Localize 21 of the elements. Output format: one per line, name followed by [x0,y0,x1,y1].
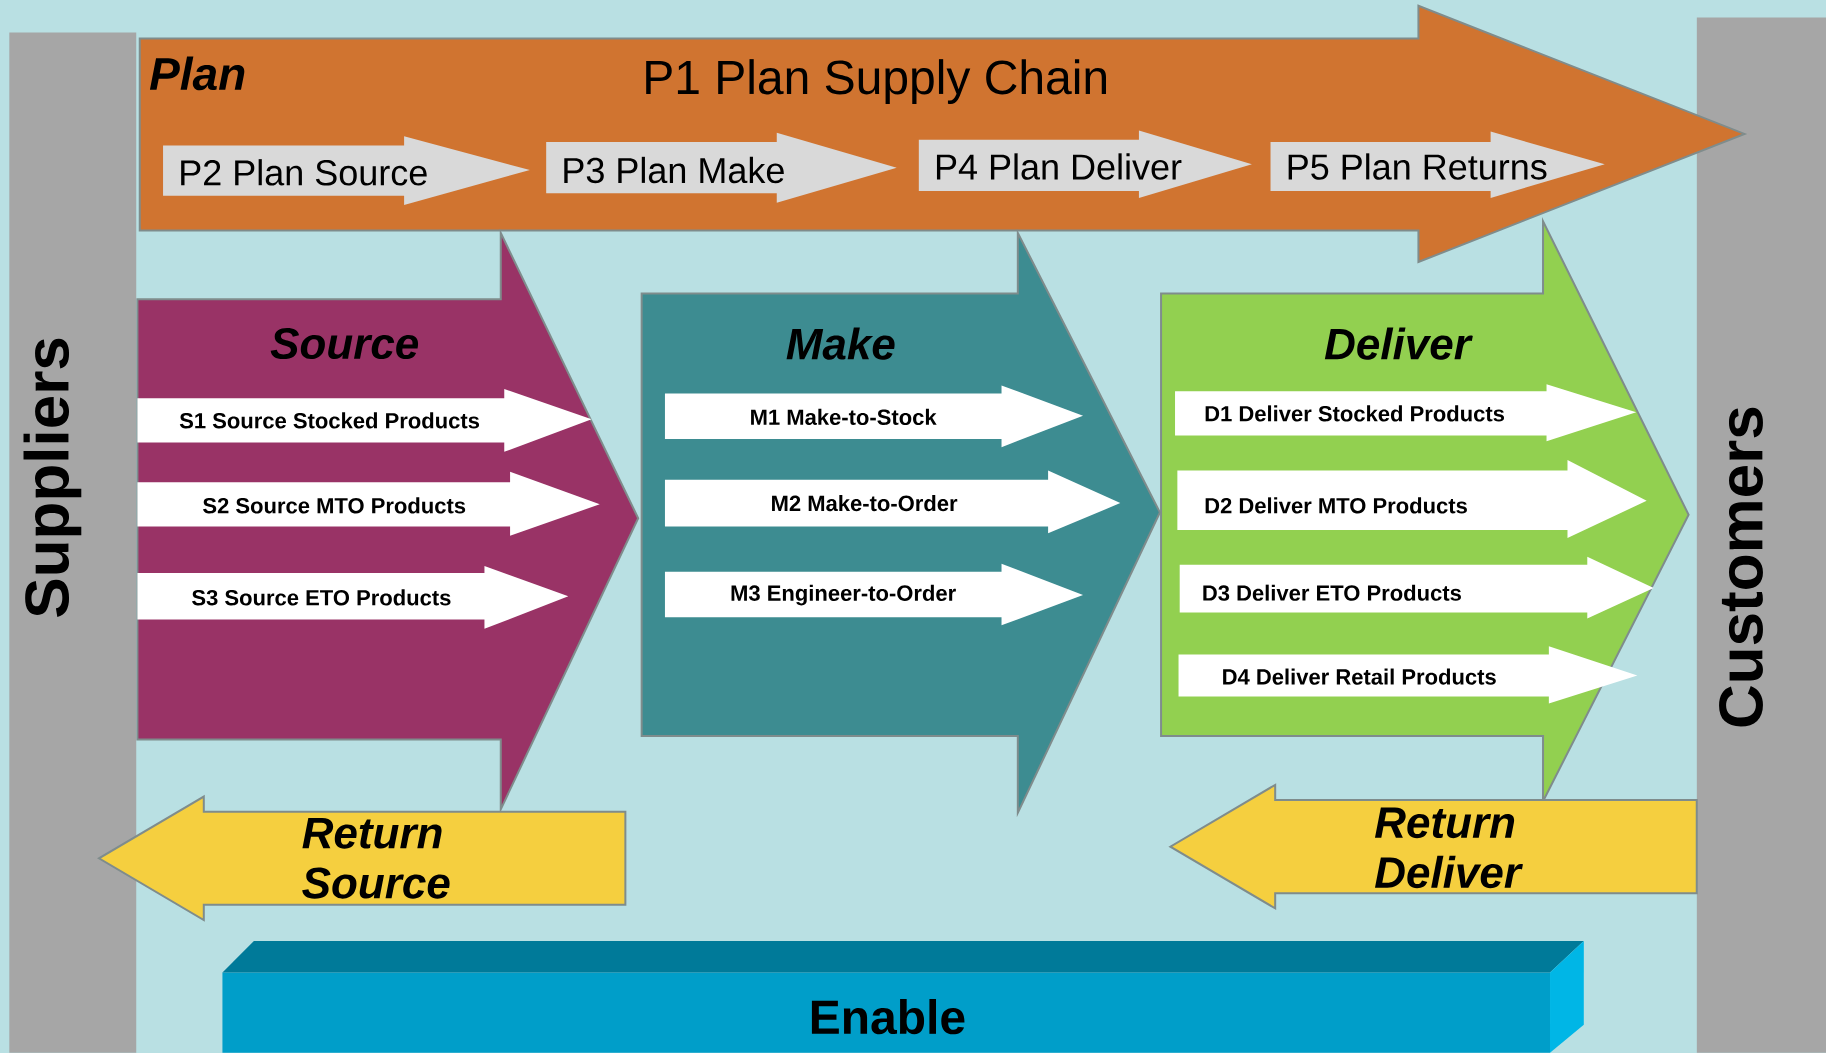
node-label: Plan [149,56,245,91]
process-step: P5 Plan Returns [1270,131,1605,198]
process-step: S2 Source MTO Products [137,471,600,536]
process-step: P3 Plan Make [546,132,897,203]
enable-bar: Enable [222,940,1584,1053]
process-step: D4 Deliver Retail Products [1178,646,1638,704]
process-step: M2 Make-to-Order [664,470,1121,534]
process-step: M3 Engineer-to-Order [664,563,1084,626]
return-step: Return Source [97,794,627,922]
process-step: S1 Source Stocked Products [137,388,592,452]
process-step: D1 Deliver Stocked Products [1175,384,1637,442]
process-step: D3 Deliver ETO Products [1179,556,1654,619]
process-step: P2 Plan Source [163,136,530,205]
return-step: Return Deliver [1168,783,1698,911]
suppliers-bar: Suppliers [9,32,137,1053]
process-step: D2 Deliver MTO Products [1177,460,1647,539]
process-step: P4 Plan Deliver [918,130,1252,198]
customers-bar: Customers [1696,17,1826,1053]
process-step: S3 Source ETO Products [137,566,569,629]
node-label: P1 Plan Supply Chain [646,59,1106,104]
process-step: M1 Make-to-Stock [664,385,1084,448]
